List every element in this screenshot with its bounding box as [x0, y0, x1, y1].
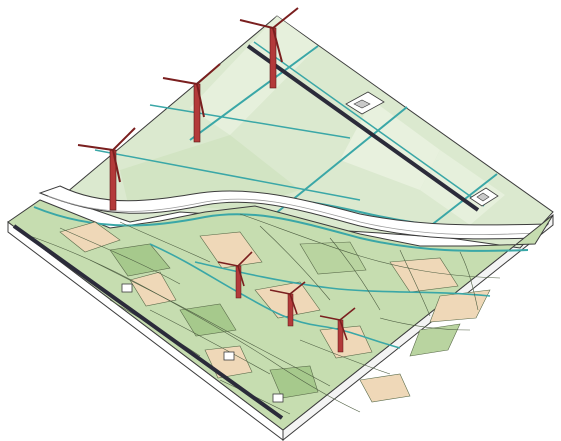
- creeks: [149, 243, 491, 349]
- wind-turbine-icon: [162, 63, 221, 143]
- polder-road: [246, 44, 480, 212]
- farmhouse-icon: [272, 393, 284, 403]
- farmhouse-icon: [469, 187, 499, 207]
- polder-road-edge: [253, 41, 485, 207]
- farmhouse-icon: [345, 91, 385, 115]
- ring-ditch: [33, 206, 529, 252]
- parcel-lines: [29, 213, 501, 415]
- wind-turbine-icon: [239, 7, 299, 89]
- dike-inner-line: [47, 195, 539, 235]
- wind-turbine-icon: [217, 251, 253, 299]
- polder-parcel: [190, 16, 318, 135]
- farmhouse-icon: [223, 351, 235, 361]
- wind-turbine-icon: [77, 127, 136, 211]
- old-road: [12, 224, 284, 420]
- farmhouse-icon: [121, 283, 133, 293]
- wind-turbine-icon: [269, 281, 306, 327]
- wind-turbine-icon: [319, 307, 356, 353]
